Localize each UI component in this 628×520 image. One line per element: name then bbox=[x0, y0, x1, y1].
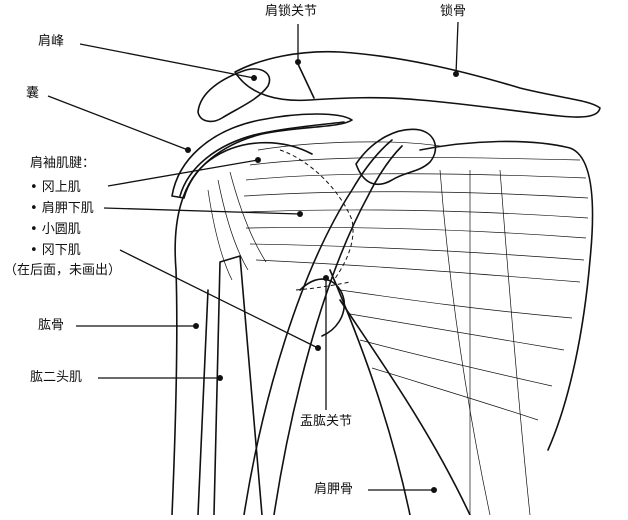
leader-clavicle bbox=[456, 22, 458, 74]
bursa-shape bbox=[172, 114, 352, 198]
leader-supraspinatus bbox=[108, 160, 258, 186]
coracoid-process bbox=[356, 129, 435, 184]
scapula-lower bbox=[340, 300, 470, 515]
biceps-tendon bbox=[214, 256, 262, 515]
label-acromion: 肩峰 bbox=[38, 34, 64, 50]
biceps-tendon-long-head-2 bbox=[274, 146, 402, 515]
scapula-outline bbox=[420, 141, 593, 450]
clavicle-shape bbox=[235, 52, 600, 117]
label-teres-minor: • 小圆肌 bbox=[30, 222, 81, 238]
label-infraspinatus-note: （在后面，未画出） bbox=[4, 263, 121, 279]
label-bursa: 囊 bbox=[26, 86, 39, 102]
humerus-shape bbox=[172, 143, 312, 515]
leader-lines bbox=[48, 22, 458, 490]
leader-acromion bbox=[80, 44, 254, 78]
label-rotator-cuff-tendons: 肩袖肌腱： bbox=[30, 156, 95, 172]
acromion-shape bbox=[198, 69, 270, 121]
dashed-tendon bbox=[280, 150, 353, 290]
label-humerus: 肱骨 bbox=[38, 318, 64, 334]
label-clavicle: 锁骨 bbox=[440, 4, 466, 20]
label-infraspinatus: • 冈下肌 bbox=[30, 243, 81, 259]
label-glenohumeral-joint: 盂肱关节 bbox=[300, 414, 352, 430]
leader-bursa bbox=[48, 96, 188, 150]
biceps-tendon-long-head bbox=[244, 140, 392, 515]
label-subscapularis: • 肩胛下肌 bbox=[30, 201, 94, 217]
humerus-inner-line bbox=[198, 290, 208, 515]
muscle-striations bbox=[208, 142, 588, 515]
label-biceps: 肱二头肌 bbox=[30, 370, 82, 386]
scapula-lateral bbox=[330, 270, 410, 515]
acromioclavicular-joint-line bbox=[298, 64, 314, 98]
label-acromioclavicular-joint: 肩锁关节 bbox=[265, 4, 317, 20]
label-scapula: 肩胛骨 bbox=[314, 482, 353, 498]
label-supraspinatus: • 冈上肌 bbox=[30, 180, 81, 196]
